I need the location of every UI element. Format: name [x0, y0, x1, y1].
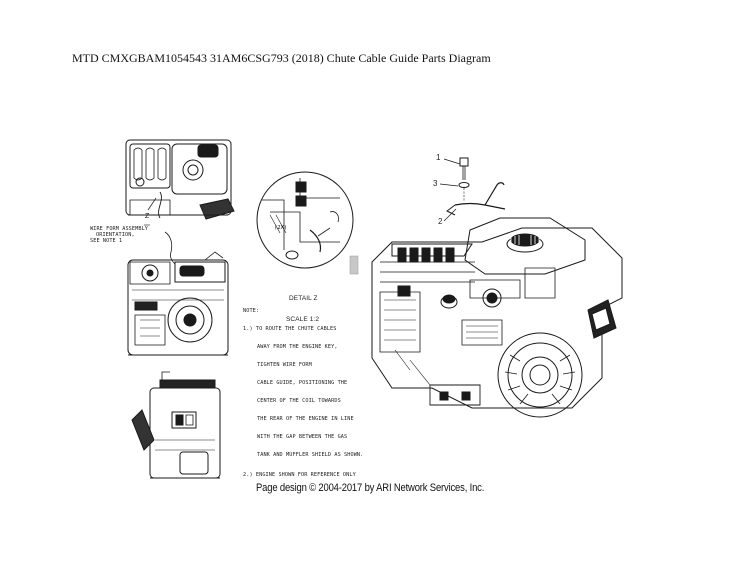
callout-2: 2 [438, 217, 443, 226]
scale-bar-mark [349, 255, 359, 275]
note-line: TIGHTEN WIRE FORM [257, 362, 312, 368]
notes-block: NOTE: 1.) TO ROUTE THE CHUTE CABLES AWAY… [243, 296, 363, 484]
wire-form-note-line: WIRE FORM ASSEMBLY [90, 226, 149, 232]
detail-label-line1: DETAIL Z [289, 295, 318, 302]
wire-form-note-line: SEE NOTE 1 [90, 238, 123, 244]
page-title: MTD CMXGBAM1054543 31AM6CSG793 (2018) Ch… [72, 51, 491, 65]
callout-3: 3 [433, 179, 438, 188]
engine-top-view [125, 139, 235, 220]
note-line: CENTER OF THE COIL TOWARDS [257, 398, 341, 404]
note-line: 1.) TO ROUTE THE CHUTE CABLES [243, 326, 337, 332]
note-line: TANK AND MUFFLER SHIELD AS SHOWN. [257, 452, 364, 458]
notes-heading: NOTE: [243, 308, 260, 314]
callout-1: 1 [436, 153, 441, 162]
note-line: 2.) ENGINE SHOWN FOR REFERENCE ONLY [243, 472, 356, 478]
engine-rear-view [131, 371, 221, 479]
exploded-parts [446, 157, 506, 216]
note-line: CABLE GUIDE, POSITIONING THE [257, 380, 348, 386]
detail-label-line2: SCALE 1:2 [286, 316, 320, 323]
detail-z-inset [256, 171, 354, 269]
page-footer: Page design © 2004-2017 by ARI Network S… [256, 482, 485, 494]
wire-form-note-line: ORIENTATION, [96, 232, 135, 238]
z-marker: Z [145, 213, 150, 220]
detail-z-label: DETAIL Z SCALE 1:2 [286, 281, 319, 330]
note-line: THE REAR OF THE ENGINE IN LINE [257, 416, 354, 422]
main-engine-view [371, 217, 623, 418]
detail-inset-ref: (2X) [274, 225, 287, 231]
engine-side-view [127, 251, 229, 356]
note-line: WITH THE GAP BETWEEN THE GAS [257, 434, 348, 440]
note-line: AWAY FROM THE ENGINE KEY, [257, 344, 338, 350]
